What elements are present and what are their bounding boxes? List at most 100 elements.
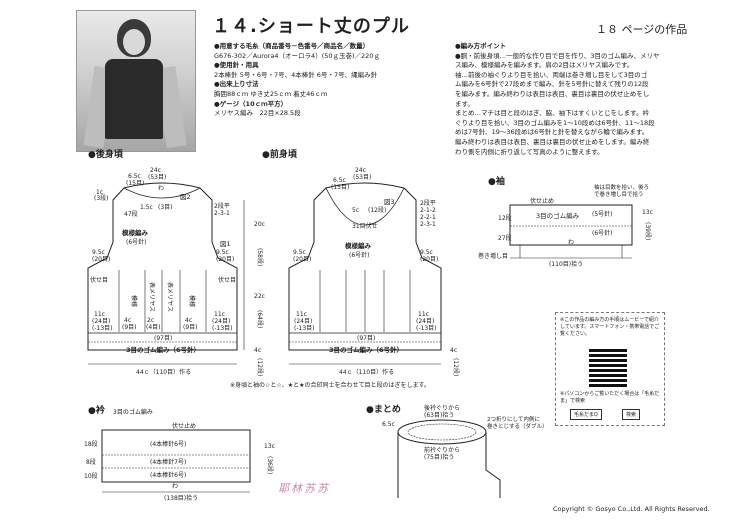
back-col-pattern-1: 模様 — [130, 295, 138, 307]
back-height-4c: 4c — [254, 347, 261, 354]
front-neck-rows: (12段) — [368, 206, 386, 214]
sleeve-cast-on-note: 巻き増し目 — [478, 252, 508, 260]
back-side-11c-r: 11c — [214, 311, 225, 318]
collar-pick: (138目)拾う — [164, 494, 198, 502]
collar-wa: わ — [172, 483, 178, 490]
qr-caption: ※パソコンからご覧いただく場合は「毛糸だま」で検索 — [560, 391, 660, 404]
sleeve-diagram: 袖は目数を拾い、後ろ で巻き増し目で拾う 伏せ止め 3目のゴム編み (5号針) … — [478, 183, 653, 268]
front-side-24: (24目) — [294, 318, 312, 325]
back-needle-label: (6号針) — [126, 238, 147, 246]
front-side-stitches-r: (20目) — [420, 256, 438, 263]
method-block: ●編み方ポイント ●胴・前後身頃…一般的な作り目で目を作り、3目のゴム編み、メリ… — [455, 42, 717, 157]
photo-vest — [105, 59, 163, 139]
back-bind-off-r: 伏せ目 — [218, 276, 236, 284]
front-rib-label: 3目のゴム編み（6号針） — [329, 345, 403, 354]
front-height-4c: 4c — [450, 347, 457, 354]
method-line: めは7号針、19～36段めは6号針と針を替えながら輪で編みます。 — [455, 128, 649, 137]
collar-rows-36: (36段) — [266, 456, 274, 474]
section-back: ●後身頃 — [88, 148, 124, 160]
back-height-1c: 1c — [96, 189, 103, 196]
back-col-stockinette-1: 表メリヤス — [148, 282, 156, 312]
tools-line: 2本棒針 5号・6号・7号、4本棒針 6号・7号、縄編み針 — [214, 70, 378, 79]
back-height-20c: 20c — [254, 221, 265, 228]
qr-panel: ※この作品の編み方の手順はムービーで紹介しています。スマートフォン・携帯電話でご… — [555, 312, 665, 426]
front-side-11c-r: 11c — [418, 311, 429, 318]
sleeve-height-13c: 13c — [642, 209, 653, 216]
qr-code[interactable] — [589, 349, 627, 387]
model-photo — [76, 10, 196, 152]
search-button[interactable]: 検索 — [622, 409, 641, 420]
back-col-stockinette-2: 表メリヤス — [166, 282, 174, 312]
back-col-pattern-2: 模様 — [188, 295, 196, 307]
back-side-11c: 11c — [94, 311, 105, 318]
section-collar: ●衿 — [88, 404, 105, 416]
back-side-width-r: 9.5c — [216, 249, 229, 256]
back-fig1-label: 図1 — [220, 240, 231, 248]
collar-needle-7: (4本棒針7号) — [150, 458, 186, 466]
finish-width: 6.5c — [382, 421, 395, 428]
back-inner-3st: (3目) — [158, 204, 173, 211]
front-dec-4: 2-3-1 — [420, 221, 436, 228]
back-body-diagram: 模様編み (6号針) 24c (53目) 6.5c (15目) わ 図2 図1 … — [87, 167, 265, 376]
back-top-width: 24c — [150, 167, 161, 174]
front-bottom-97: (97目) — [357, 335, 375, 342]
finish-front-neck: 前衿ぐりから — [424, 446, 460, 454]
yarn-heading: ●用意する毛糸（商品番号－色番号／商品名／数量） — [214, 42, 370, 50]
collar-height-13c: 13c — [264, 443, 275, 450]
front-side-width-r: 9.5c — [420, 249, 433, 256]
collar-needle-6a: (4本棒針6号) — [150, 440, 186, 448]
finish-back-neck: 後衿ぐりから — [424, 404, 460, 412]
back-wa-label: わ — [158, 185, 164, 192]
sleeve-wa: わ — [568, 239, 574, 246]
finish-diagram: 後衿ぐりから (63目)拾う 2つ折りにして内側に 巻きとじする（ダブル） 6.… — [382, 404, 548, 498]
gauge-heading: ●ゲージ（10ｃｍ平方） — [214, 99, 288, 108]
search-field-button[interactable]: 毛糸だまQ — [570, 409, 602, 420]
front-side-13-r: (-13目) — [416, 325, 436, 332]
front-dec-2: 2-1-2 — [420, 207, 436, 214]
front-top-stitches: (53目) — [353, 174, 371, 181]
collar-needle-6b: (4本棒針6号) — [150, 471, 186, 479]
method-line: ぐりより目を拾い、3目のゴム編みを1～10段めは6号針、11～18段 — [455, 118, 655, 127]
watermark: 耶林苏苏 — [278, 482, 330, 495]
page-reference: １８ ページの作品 — [596, 23, 688, 36]
sleeve-needle-5: (5号針) — [592, 210, 613, 218]
back-bottom-width: 44ｃ（110目）作る — [136, 368, 191, 376]
back-top-stitches: (53目) — [148, 174, 166, 181]
materials-block: ●用意する毛糸（商品番号－色番号／商品名／数量） G676-302／Aurora… — [214, 42, 464, 119]
front-shoulder-width: 6.5c — [333, 177, 346, 184]
sleeve-bind-off: 伏せ止め — [530, 197, 554, 205]
front-neck-width: 5c — [352, 207, 359, 214]
finish-back-neck-2: (63目)拾う — [424, 411, 454, 419]
finish-front-neck-2: (75目)拾う — [424, 453, 454, 461]
gauge-line: メリヤス編み 22目×28.5段 — [214, 109, 301, 118]
front-side-stitches: (20目) — [293, 256, 311, 263]
sleeve-needle-6: (6号針) — [592, 229, 613, 237]
front-side-width: 9.5c — [293, 249, 306, 256]
back-side-24: (24目) — [92, 318, 110, 325]
method-line: ます。 — [455, 99, 474, 108]
back-dec-2: 2-3-1 — [214, 210, 230, 217]
joining-note: ※身頃と袖の☆と☆、★と★の合印同士を合わせて目と段のはぎをします。 — [230, 381, 430, 389]
sleeve-rows-12: 12段 — [498, 214, 512, 222]
front-body-diagram: 模様編み (6号針) 24c (53目) 6.5c (15目) 5c (12段)… — [288, 167, 460, 376]
back-side-stitches: (20目) — [92, 256, 110, 263]
method-line: ス編み、模様編みを編みます。肩の2目はメリヤス編みです。 — [455, 61, 634, 70]
back-rib-label: 3目のゴム編み（6号針） — [126, 345, 200, 354]
collar-rows-8: 8段 — [86, 458, 96, 466]
front-dec-1: 2段平 — [420, 199, 436, 207]
back-pattern-label: 模様編み — [122, 228, 149, 237]
back-rows-12: (12段) — [256, 358, 264, 376]
collar-rows-18: 18段 — [84, 440, 98, 448]
back-side-width: 9.5c — [92, 249, 105, 256]
back-height-3rows: (3段) — [94, 194, 109, 202]
back-side-13-r: (-13目) — [212, 325, 232, 332]
front-bottom-width: 44ｃ（110目）作る — [339, 368, 394, 376]
sleeve-rib-label: 3目のゴム編み — [536, 211, 580, 220]
front-pattern-label: 模様編み — [345, 241, 372, 250]
method-line: ム編みを6号針で27段めまで編み、針を5号針に替えて残りの12段 — [455, 80, 649, 89]
method-line: わり側を内側に折り返して写真のように整えます。 — [455, 147, 604, 156]
back-dec-1: 2段平 — [214, 202, 230, 210]
back-bottom-97: (97目) — [154, 335, 172, 342]
finish-fold: 2つ折りにして内側に — [487, 415, 540, 423]
